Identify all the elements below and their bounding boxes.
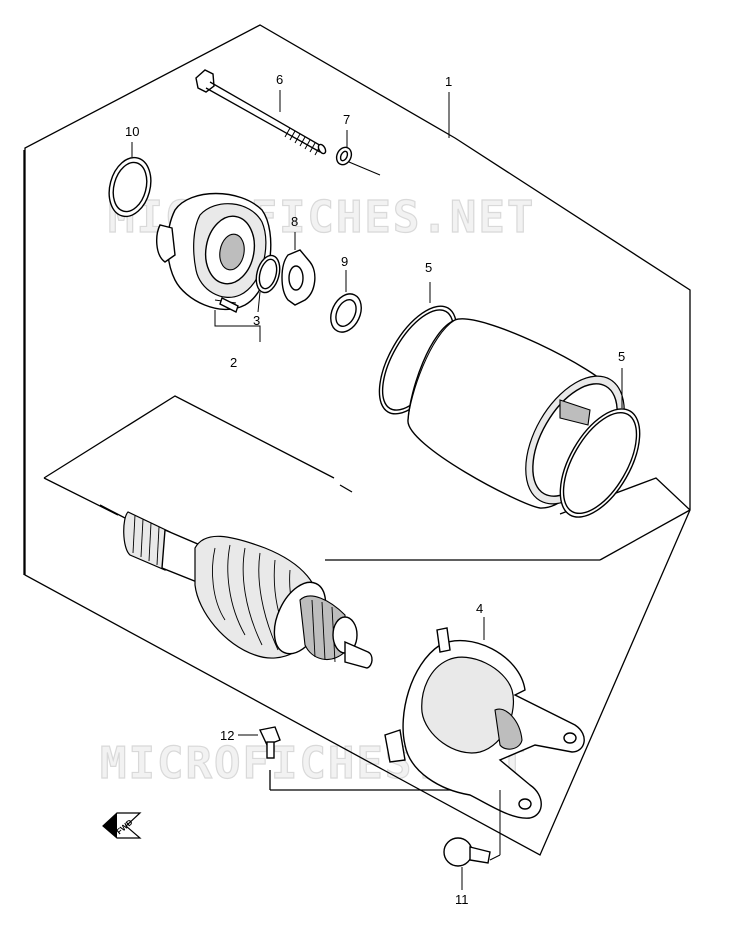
o-ring-part-10 (108, 156, 152, 218)
assembly-outline (23, 24, 691, 856)
washer-part-7 (335, 146, 381, 176)
callout-5-left: 5 (425, 260, 432, 275)
callout-12: 12 (220, 728, 234, 743)
armature-frame-outline (43, 395, 691, 791)
fwd-arrow-icon: FWD (102, 812, 142, 839)
o-ring-part-3 (255, 254, 281, 313)
screw-part-12 (238, 726, 281, 759)
callout-7: 7 (343, 112, 350, 127)
bolt-part-6 (195, 69, 327, 156)
callout-1: 1 (445, 74, 452, 89)
washer-part-9 (330, 270, 362, 333)
brush-plate-part-8 (281, 232, 316, 306)
cap-part-11 (443, 837, 491, 890)
callout-8: 8 (291, 214, 298, 229)
rear-bracket-part-4 (384, 617, 585, 861)
callout-6: 6 (276, 72, 283, 87)
o-ring-part-5-left (378, 282, 458, 415)
callout-3: 3 (253, 313, 260, 328)
end-bracket-part-2 (156, 192, 272, 342)
o-ring-part-5-right (559, 368, 641, 518)
armature (99, 504, 373, 669)
motor-yoke (407, 318, 625, 509)
callout-10: 10 (125, 124, 139, 139)
callout-11: 11 (455, 892, 469, 907)
callout-2: 2 (230, 355, 237, 370)
callout-9: 9 (341, 254, 348, 269)
callout-4: 4 (476, 601, 483, 616)
callout-5-right: 5 (618, 349, 625, 364)
